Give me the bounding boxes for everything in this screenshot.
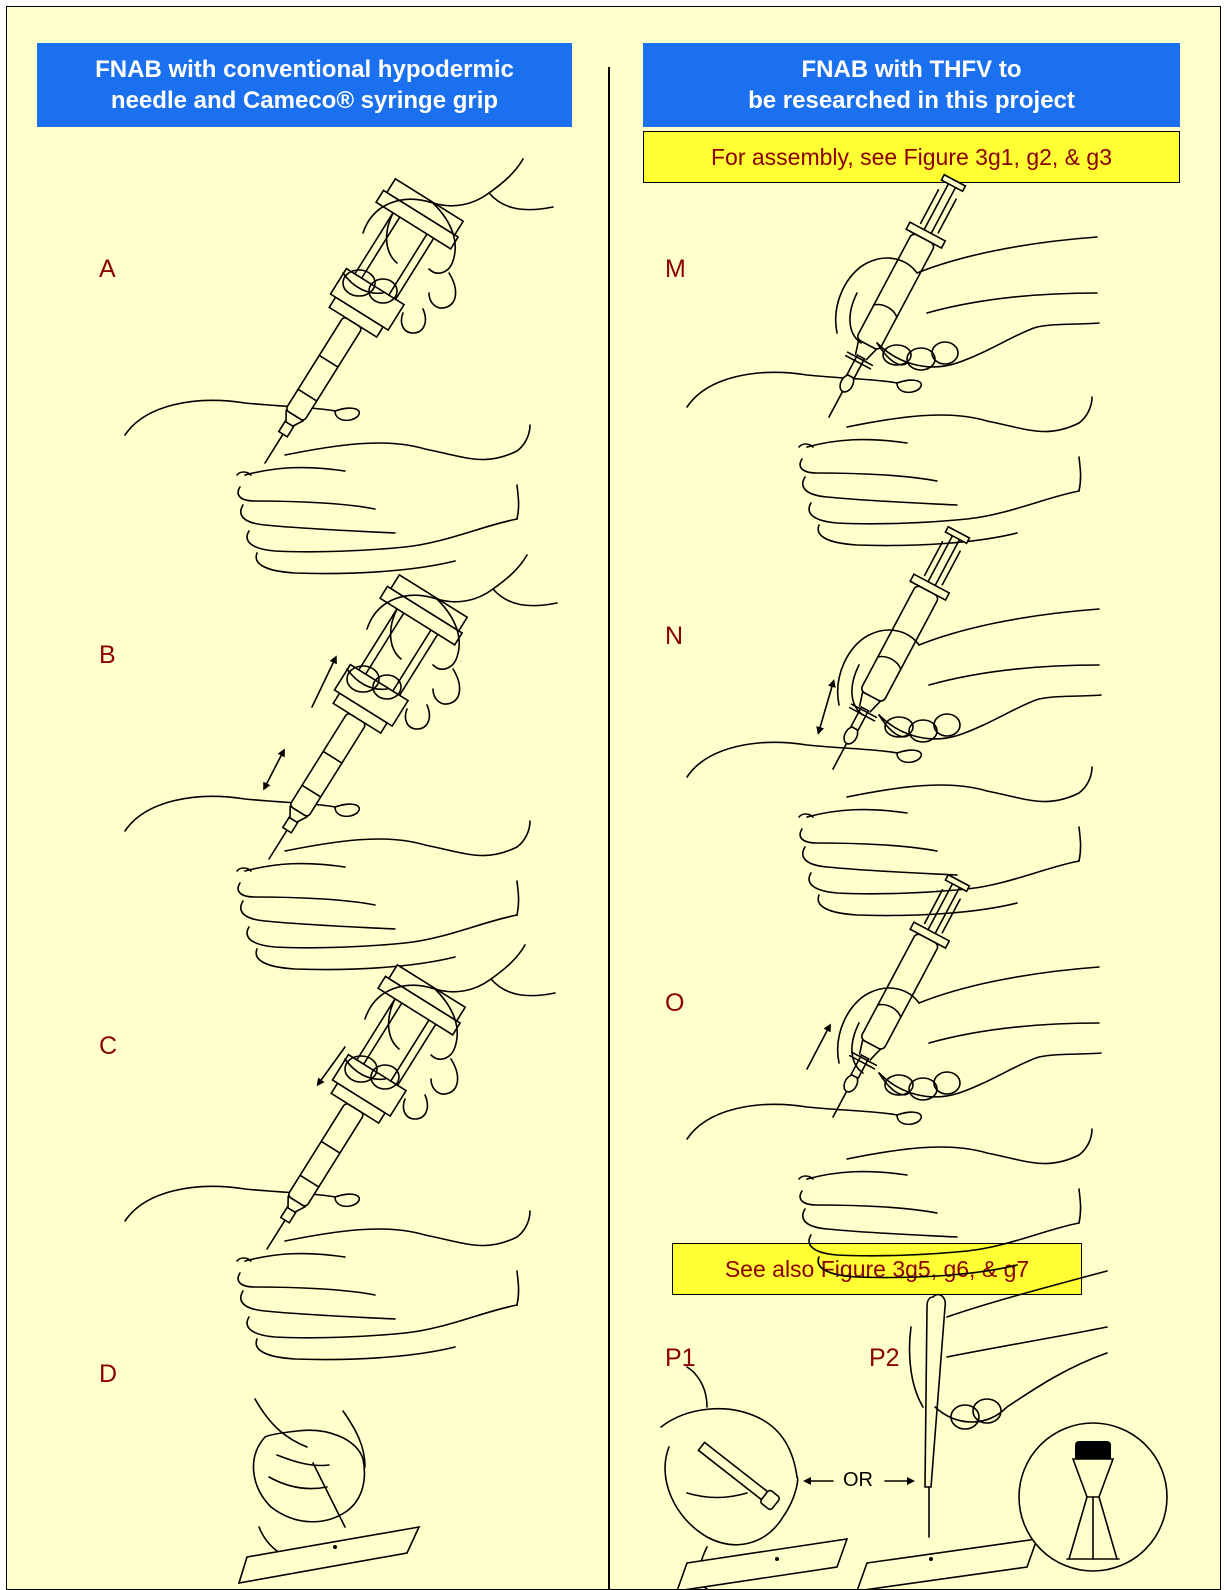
scene-c	[125, 945, 555, 1360]
scene-n	[687, 523, 1101, 916]
scene-d	[239, 1399, 419, 1583]
or-label: OR	[843, 1469, 873, 1492]
illustrations	[7, 7, 1221, 1590]
scene-p1	[661, 1367, 847, 1590]
scene-a	[125, 159, 553, 574]
figure-panel: FNAB with conventional hypodermic needle…	[6, 6, 1221, 1590]
scene-o	[687, 871, 1101, 1278]
scene-m	[687, 171, 1099, 546]
scene-b	[125, 555, 557, 970]
vial-inset	[1019, 1423, 1167, 1571]
